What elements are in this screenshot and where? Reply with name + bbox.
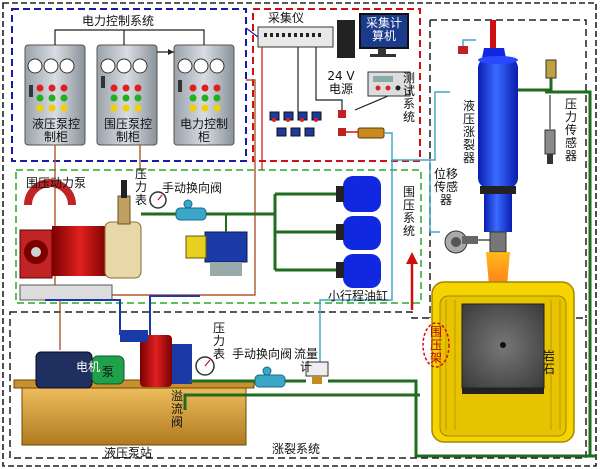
pressure-gauge-2 <box>195 356 215 376</box>
pump-control-cabinet-2 <box>96 44 158 146</box>
label-confining-frame: 围压架 <box>429 325 442 365</box>
power-supply-24v <box>367 71 411 97</box>
label-manual-valve-1: 手动换向阀 <box>162 181 223 195</box>
label-test-system: 测试系统 <box>402 71 415 124</box>
label-power-cabinet: 电力控制柜 <box>179 117 228 144</box>
flowmeter <box>305 361 329 384</box>
label-rock: 岩石 <box>542 349 555 376</box>
displacement-sensor <box>444 230 490 254</box>
confining-system-frame <box>15 169 422 304</box>
label-displacement-sensor: 位移传感器 <box>433 167 458 207</box>
test-system-frame <box>252 8 421 162</box>
pressure-gauge-1 <box>149 191 167 209</box>
hydraulic-fracturer-cylinder <box>478 20 518 253</box>
label-pump: 泵 <box>102 365 115 379</box>
junction-boxes <box>269 111 322 137</box>
confining-pump <box>19 179 142 301</box>
label-motor: 电机 <box>76 360 101 374</box>
label-collector: 采集仪 <box>268 11 305 25</box>
power-system-frame <box>11 8 247 162</box>
manual-valve-2 <box>254 366 286 388</box>
frame-callout <box>422 322 450 368</box>
label-pump-cabinet-1: 液压泵控制柜 <box>31 117 80 144</box>
label-pressure-gauge-1: 压力表 <box>134 167 147 207</box>
label-fracturing-system: 涨裂系统 <box>272 442 321 456</box>
computer <box>337 13 409 58</box>
label-hydraulic-station: 液压泵站 <box>104 446 153 460</box>
label-pressure-gauge-2: 压力表 <box>212 321 225 361</box>
label-power-control-system: 电力控制系统 <box>82 14 155 28</box>
label-hydraulic-fracturer: 液压涨裂器 <box>462 99 475 165</box>
data-collector <box>257 26 334 48</box>
label-24v-power: 24 V电源 <box>327 69 355 96</box>
label-pressure-sensor: 压力传感器 <box>564 97 577 163</box>
power-control-cabinet <box>173 44 235 146</box>
fracturing-system-frame <box>9 311 587 459</box>
amplifier <box>357 127 385 139</box>
label-small-cylinder: 小行程油缸 <box>328 289 389 303</box>
label-overflow-valve: 溢流阀 <box>170 389 183 429</box>
label-confining-pump: 围压动力泵 <box>26 176 87 190</box>
pressure-sensor <box>544 59 557 164</box>
label-pump-cabinet-2: 围压泵控制柜 <box>103 117 152 144</box>
label-computer: 采集计算机 <box>366 16 403 43</box>
solenoid-valve <box>185 231 248 276</box>
pump-control-cabinet-1 <box>24 44 86 146</box>
label-manual-valve-2: 手动换向阀 <box>232 347 293 361</box>
manual-valve-1 <box>175 199 207 221</box>
confining-frame <box>431 281 575 443</box>
small-cylinders <box>336 176 381 288</box>
label-flowmeter: 流量计 <box>293 347 318 374</box>
label-confining-system: 围压系统 <box>402 185 415 238</box>
